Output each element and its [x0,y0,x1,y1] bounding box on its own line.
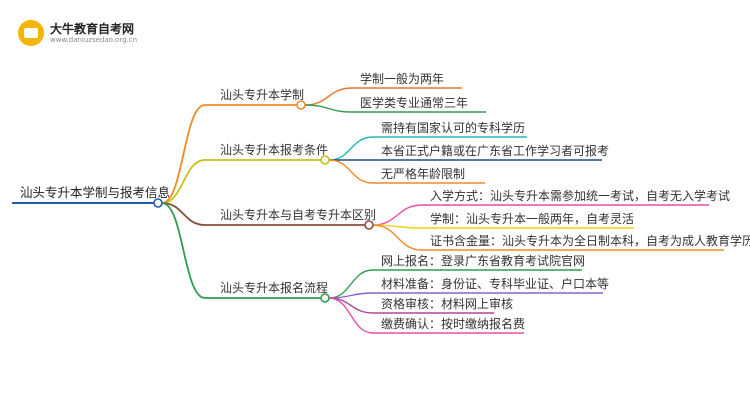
brand-url: www.daniuzsedao.org.cn [50,36,138,44]
mind-map-nodes: 汕头专升本学制与报考信息 汕头专升本学制 学制一般为两年医学类专业通常三年汕头专升本… [20,71,750,331]
branch-node-dot [364,220,374,230]
leaf-link [328,136,527,161]
branch-link [161,104,297,204]
leaf-topic: 本省正式户籍或在广东省工作学习者可报考 [381,143,609,158]
leaf-topic: 缴费确认：按时缴纳报名费 [381,316,525,331]
leaf-link [328,159,485,184]
brand-header: 大牛教育自考网 www.daniuzsedao.org.cn [18,18,148,48]
book-logo-icon [18,20,44,46]
leaf-link [304,104,486,113]
brand-name: 大牛教育自考网 [50,22,135,36]
leaf-link [372,224,724,251]
leaf-link [372,204,709,226]
root-topic: 汕头专升本学制与报考信息 [20,185,170,200]
branch-link [161,202,321,299]
branch-node-dot [320,155,330,165]
leaf-topic: 资格审核：材料网上审核 [381,296,513,311]
leaf-topic: 需持有国家认可的专科学历 [381,120,525,135]
leaf-topic: 证书含金量：汕头专升本为全日制本科，自考为成人教育学历 [430,233,750,248]
leaf-topic: 网上报名：登录广东省教育考试院官网 [381,253,585,268]
root-node-dot [153,198,163,208]
leaf-link [328,269,582,299]
mind-map-links [12,87,724,334]
leaf-topic: 无严格年龄限制 [381,166,465,181]
branch-topic-2: 汕头专升本报考条件 [220,142,328,157]
branch-topic-3: 汕头专升本与自考专升本区别 [220,207,376,222]
branch-node-dot [320,293,330,303]
leaf-topic: 学制：汕头专升本一般两年，自考灵活 [430,211,634,226]
leaf-link [304,87,462,106]
leaf-topic: 学制一般为两年 [360,71,444,86]
branch-link [161,202,365,226]
leaf-topic: 医学类专业通常三年 [360,95,468,110]
leaf-topic: 材料准备：身份证、专科毕业证、户口本等 [381,276,609,291]
branch-link [161,159,321,204]
leaf-topic: 入学方式：汕头专升本需参加统一考试，自考无入学考试 [430,188,730,203]
branch-topic-1: 汕头专升本学制 [220,87,304,102]
leaf-link [328,297,524,334]
branch-topic-4: 汕头专升本报名流程 [220,280,328,295]
branch-node-dot [296,100,306,110]
